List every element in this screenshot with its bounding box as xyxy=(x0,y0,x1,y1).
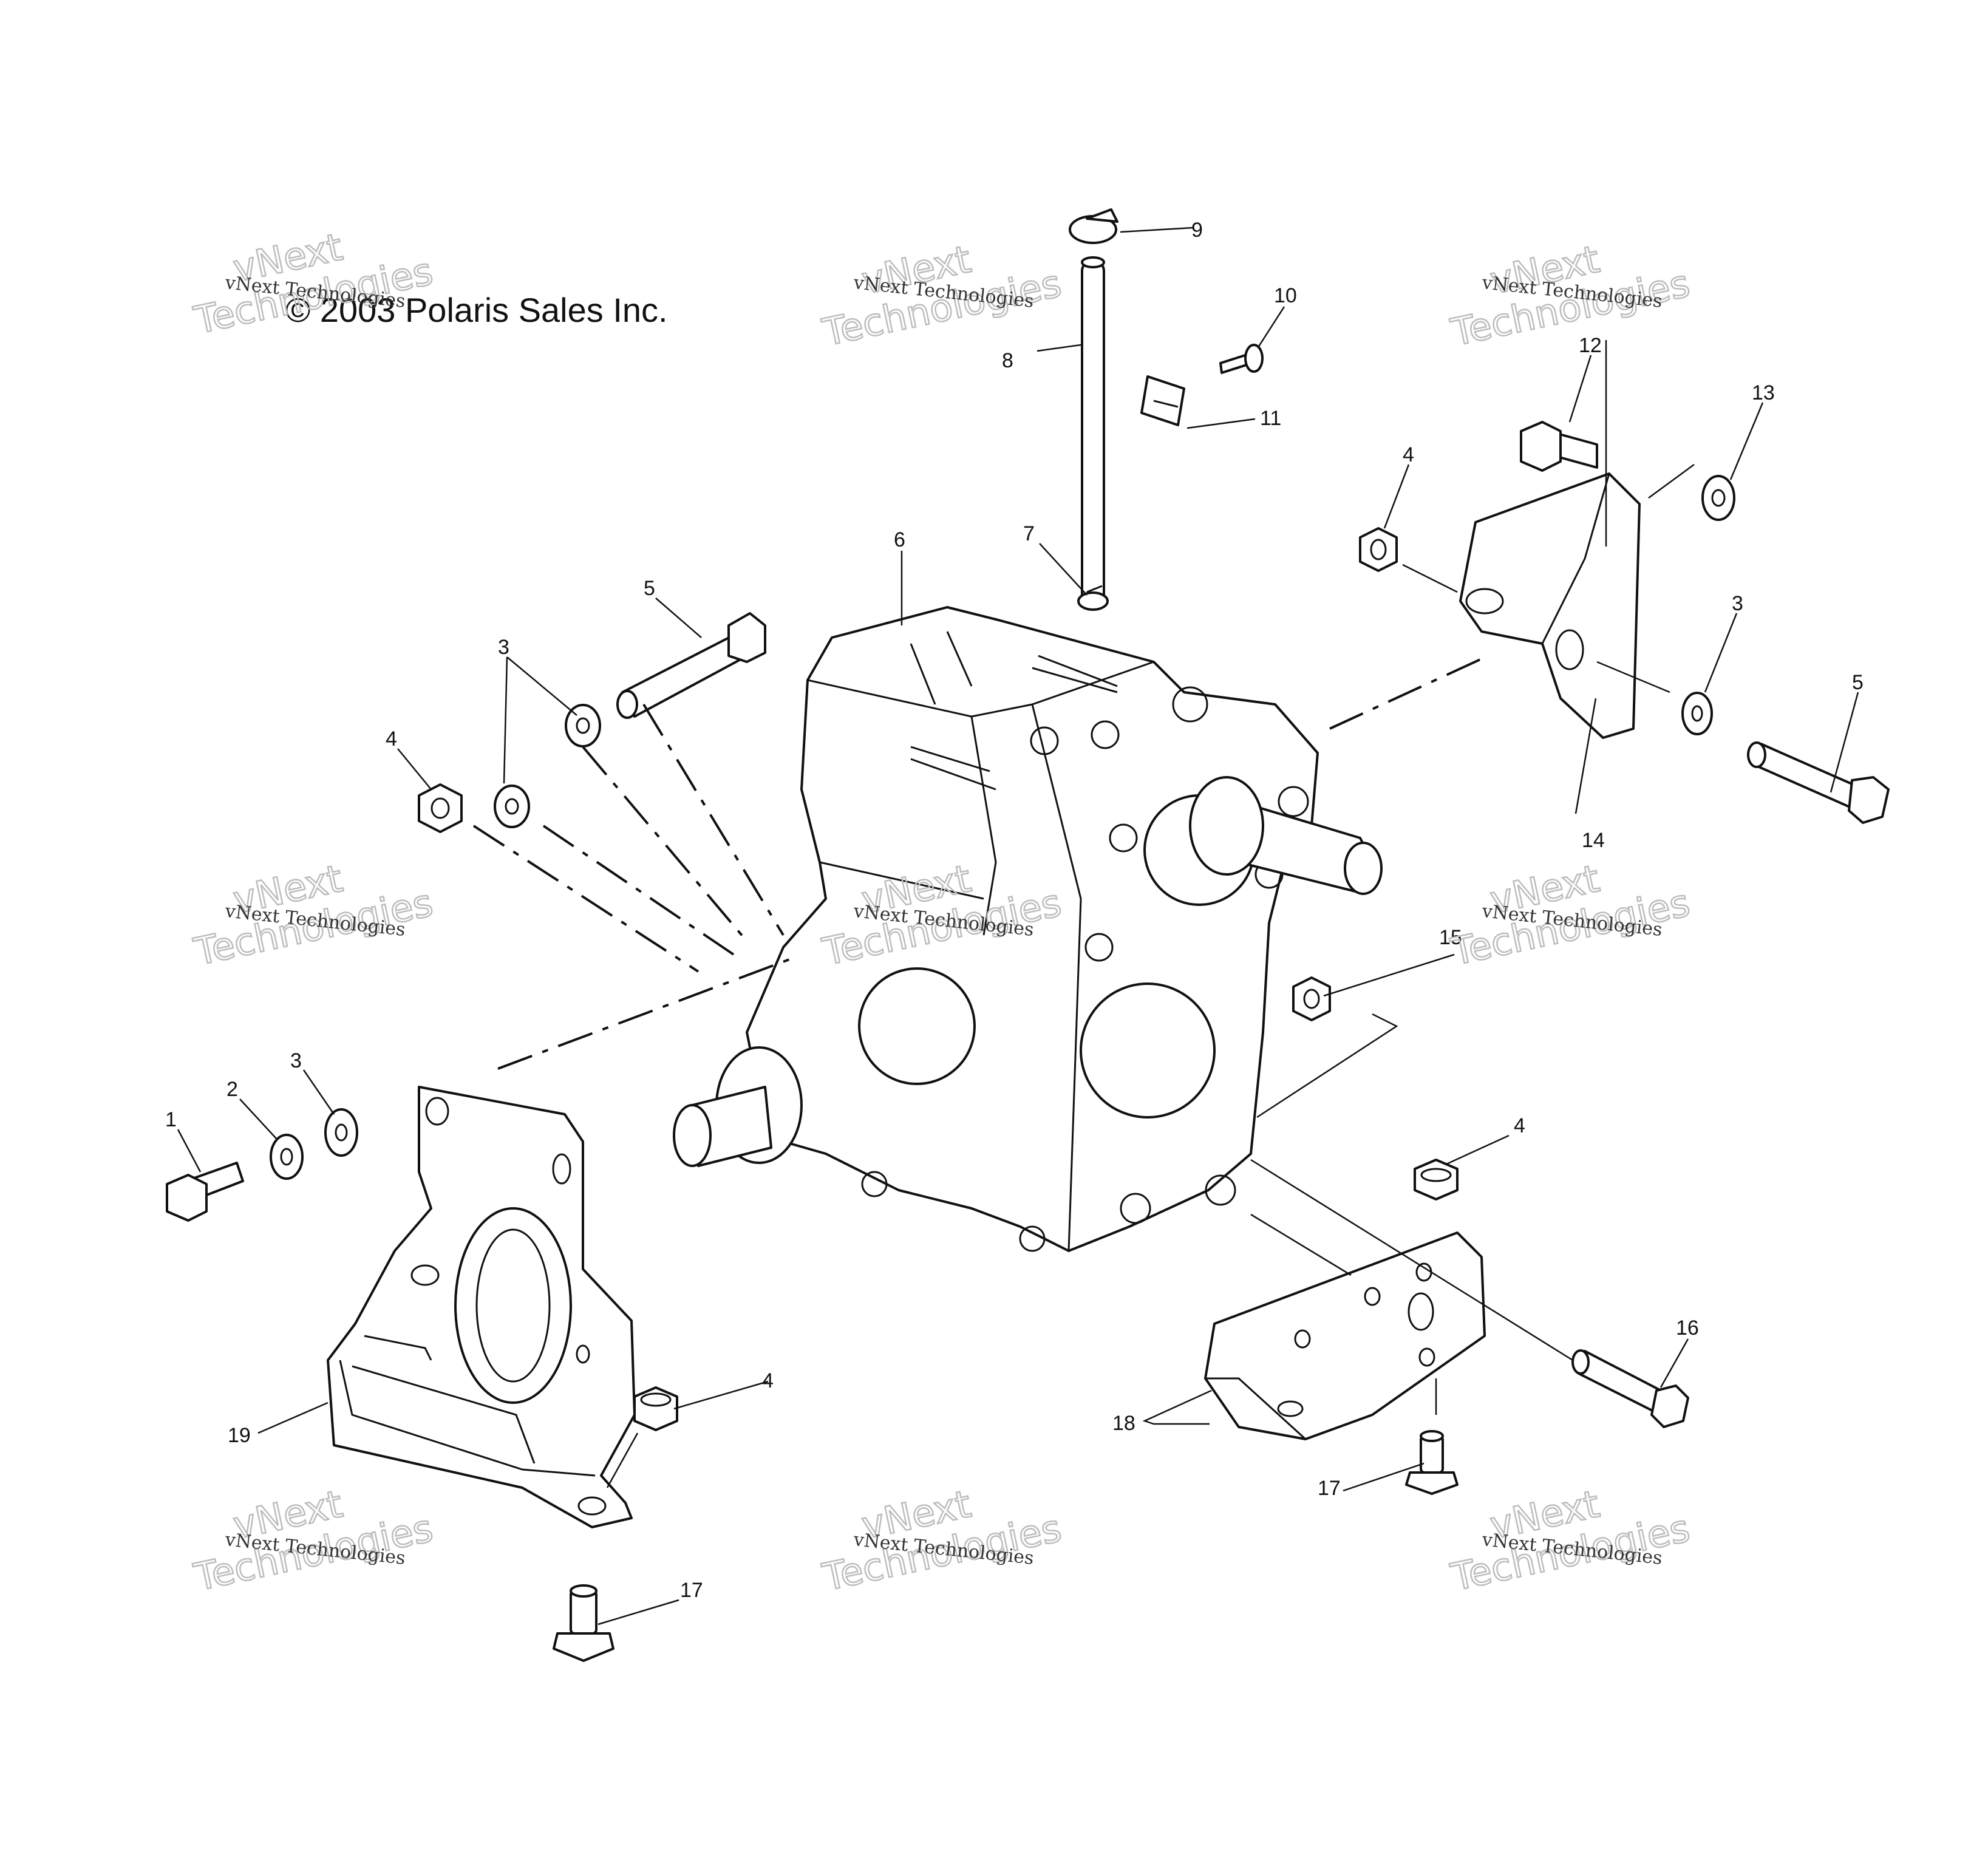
callout-10: 10 xyxy=(1274,284,1297,307)
bolt-1 xyxy=(166,1162,244,1222)
assembly-line-nut-4-ur xyxy=(1402,564,1458,593)
assembly-line-nut-4 xyxy=(472,825,700,973)
screw-10 xyxy=(1219,344,1264,374)
callout-15: 15 xyxy=(1439,926,1462,949)
callout-3-left: 3 xyxy=(498,636,509,659)
washer-2 xyxy=(270,1134,304,1180)
callout-5-right: 5 xyxy=(1852,671,1864,694)
callout-4-lower-left: 4 xyxy=(762,1369,774,1392)
assembly-line-washer-3b xyxy=(542,825,742,961)
assembly-line-bolt-5 xyxy=(642,703,785,936)
callout-3-right: 3 xyxy=(1732,592,1743,615)
callout-4-upper-right: 4 xyxy=(1403,443,1414,466)
copyright-text: © 2003 Polaris Sales Inc. xyxy=(285,291,668,329)
assembly-line-washer-3c xyxy=(1596,661,1670,693)
assembly-line-nut-4-ll xyxy=(606,1432,639,1488)
washer-3-c-hole xyxy=(1691,705,1703,722)
flange-bolt-17-right xyxy=(1405,1430,1459,1495)
callout-14: 14 xyxy=(1582,829,1605,852)
callout-5-left: 5 xyxy=(644,577,655,600)
bolt-12 xyxy=(1520,421,1598,472)
callout-17-right: 17 xyxy=(1318,1477,1341,1500)
callout-16: 16 xyxy=(1676,1316,1699,1340)
mount-bracket-upper-right xyxy=(1459,472,1641,739)
washer-2-hole xyxy=(280,1148,293,1166)
nut-13-hole xyxy=(1711,489,1726,507)
assembly-line-washer-3a xyxy=(582,746,748,942)
bolt-16 xyxy=(1571,1349,1689,1428)
flange-bolt-17-left xyxy=(553,1584,614,1662)
callout-19: 19 xyxy=(228,1424,251,1447)
callout-11: 11 xyxy=(1260,407,1281,430)
hose-clamp-lower xyxy=(1077,585,1109,611)
nut-4-left xyxy=(418,783,463,833)
callout-6: 6 xyxy=(894,528,905,551)
nut-15 xyxy=(1292,976,1331,1021)
callout-1: 1 xyxy=(165,1108,177,1131)
nut-4-lower-left xyxy=(633,1386,678,1431)
callout-3-lower-left: 3 xyxy=(290,1049,302,1072)
mount-bracket-lower-right xyxy=(1204,1231,1486,1440)
washer-3-a-hole xyxy=(576,717,590,734)
callout-18: 18 xyxy=(1112,1412,1135,1435)
transmission-housing xyxy=(673,606,1383,1252)
washer-3-a xyxy=(565,704,601,747)
hose-clamp-upper xyxy=(1069,208,1118,244)
bolt-5-right xyxy=(1747,741,1890,824)
nut-4-right-middle xyxy=(1414,1159,1459,1200)
assembly-line-nut-13 xyxy=(1648,463,1695,499)
assembly-line-bracket-18 xyxy=(1250,1213,1352,1276)
callout-4-right-middle: 4 xyxy=(1514,1114,1525,1137)
washer-3-b xyxy=(494,785,530,828)
callout-2: 2 xyxy=(226,1078,238,1101)
washer-3-d xyxy=(324,1108,358,1157)
mount-bracket-lower-left xyxy=(327,1086,636,1528)
assembly-line-bracket-19 xyxy=(497,958,790,1070)
callout-13: 13 xyxy=(1752,381,1775,404)
assembly-line-nut-15 xyxy=(1256,1013,1398,1119)
bracket-clip xyxy=(1140,375,1185,426)
assembly-line-bolt-16 xyxy=(1250,1159,1573,1361)
callout-12: 12 xyxy=(1579,334,1602,357)
assembly-line-bracket-14 xyxy=(1329,658,1482,730)
callout-17-left: 17 xyxy=(680,1579,703,1602)
callout-9: 9 xyxy=(1191,219,1203,242)
callout-8: 8 xyxy=(1002,349,1013,372)
washer-3-c xyxy=(1681,692,1713,735)
callout-4-left: 4 xyxy=(386,727,397,751)
nut-4-upper-right xyxy=(1359,527,1398,572)
nut-13 xyxy=(1701,475,1735,521)
vent-tube xyxy=(1081,256,1105,608)
washer-3-d-hole xyxy=(335,1123,348,1142)
callout-7: 7 xyxy=(1023,522,1035,545)
bolt-5-left xyxy=(616,612,766,719)
washer-3-b-hole xyxy=(505,798,519,815)
